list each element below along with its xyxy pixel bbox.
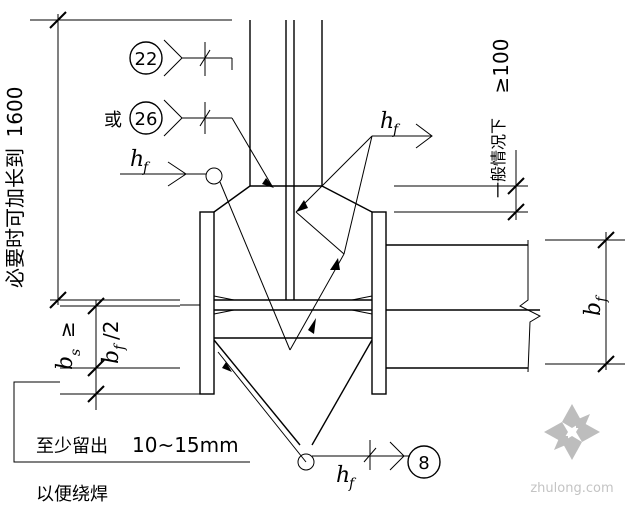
stiffeners — [180, 295, 373, 315]
dim-bs-lines — [60, 297, 200, 410]
ge100-text: ≥100 — [489, 39, 513, 94]
hf-right-symbol: h — [380, 109, 394, 134]
note-weld-text: 以便绕焊 — [36, 484, 108, 505]
dim-bf-symbol: b — [581, 302, 606, 316]
hf-right-subscript: f — [392, 122, 401, 138]
watermark-logo — [544, 404, 600, 460]
weld-8-number: 8 — [418, 453, 429, 474]
bf2-symbol: b — [99, 350, 124, 364]
gusset-plate — [213, 185, 373, 213]
dim-bf-subscript: f — [594, 294, 610, 303]
bs-subscript: s — [68, 349, 84, 356]
right-flange-plate — [371, 211, 387, 395]
weld-symbol-22 — [129, 39, 233, 77]
upper-member — [249, 20, 323, 300]
or-text: 或 — [104, 110, 122, 131]
ge-sign: ≥ — [55, 321, 79, 338]
right-beam — [386, 240, 542, 373]
bf2-subscript: f — [112, 342, 128, 351]
weld-symbol-8 — [217, 351, 441, 479]
note-range-text: 10~15mm — [132, 433, 239, 457]
hf-bottom-subscript: f — [348, 476, 357, 492]
bs-symbol: b — [53, 356, 78, 370]
reserve-note-lines — [13, 381, 250, 463]
hf-left-subscript: f — [142, 160, 151, 176]
hf-left-symbol: h — [130, 147, 144, 172]
weld-symbol-26 — [129, 99, 274, 188]
note-may-extend-text: 必要时可加长到 — [3, 148, 27, 288]
dim-1600-text: 1600 — [3, 87, 27, 138]
weld-22-number: 22 — [135, 49, 158, 70]
watermark-text: zhulong.com — [530, 481, 613, 496]
bottom-v-plates — [213, 337, 373, 446]
bf2-tail: /2 — [99, 321, 123, 340]
dim-bf-lines — [545, 231, 625, 373]
general-case-text: 一般情况下 — [489, 118, 508, 198]
weld-symbol-hf-left — [120, 135, 373, 351]
weld-symbol-hf-right — [295, 123, 433, 270]
note-reserve-text: 至少留出 — [36, 436, 108, 457]
left-flange-plate — [199, 211, 215, 395]
dim-1600-lines — [30, 11, 232, 309]
dim-general-case-lines — [394, 150, 528, 221]
hf-bottom-symbol: h — [336, 463, 350, 488]
weld-26-number: 26 — [135, 109, 158, 130]
